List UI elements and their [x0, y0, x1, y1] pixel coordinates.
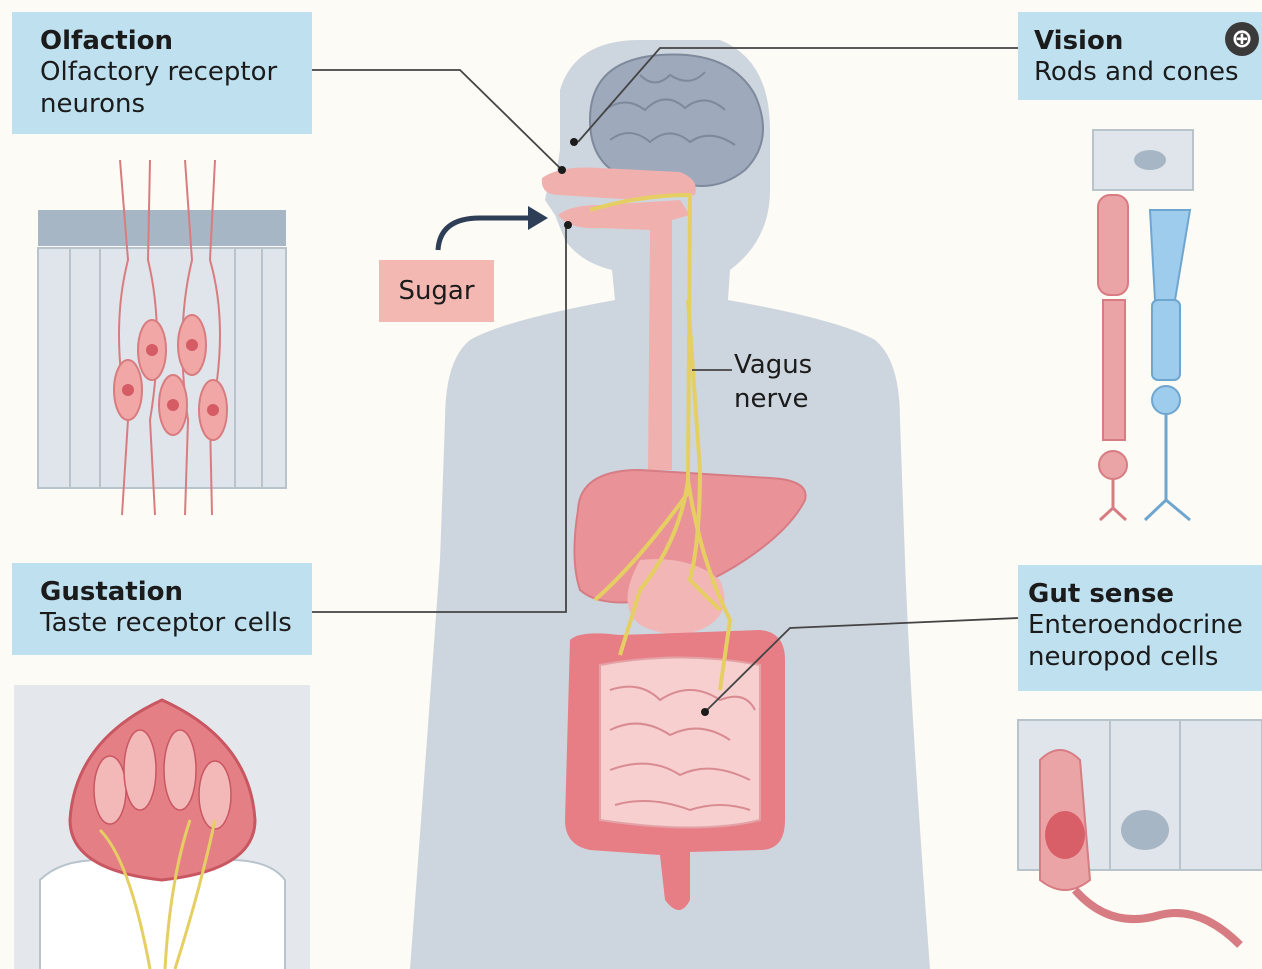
gustation-label: Gustation Taste receptor cells	[12, 563, 312, 655]
vagus-label-line-2: nerve	[734, 382, 812, 416]
olfactory-epithelium	[38, 160, 286, 515]
gut-sense-subtitle-line-2: neuropod cells	[1028, 641, 1262, 673]
olfaction-label: Olfaction Olfactory receptor neurons	[12, 12, 312, 134]
gut-neuropod	[1018, 720, 1262, 945]
olfaction-subtitle-line-2: neurons	[40, 88, 296, 120]
brain	[590, 55, 763, 187]
vagus-nerve-label: Vagus nerve	[734, 348, 812, 416]
gustation-subtitle: Taste receptor cells	[40, 607, 296, 639]
olfaction-title: Olfaction	[40, 26, 296, 56]
vision-subtitle: Rods and cones	[1034, 56, 1246, 88]
gut-sense-title: Gut sense	[1028, 579, 1262, 609]
vision-title: Vision	[1034, 26, 1246, 56]
sugar-label: Sugar	[379, 260, 494, 322]
gut-sense-subtitle-line-1: Enteroendocrine	[1028, 609, 1262, 641]
gut-sense-label: Gut sense Enteroendocrine neuropod cells	[1018, 565, 1262, 691]
rods-and-cones	[1093, 130, 1193, 520]
vision-label: Vision Rods and cones	[1018, 12, 1262, 100]
zoom-in-icon[interactable]: ⊕	[1225, 22, 1259, 56]
vagus-label-line-1: Vagus	[734, 348, 812, 382]
gustation-title: Gustation	[40, 577, 296, 607]
taste-bud	[14, 685, 310, 969]
olfaction-subtitle-line-1: Olfactory receptor	[40, 56, 296, 88]
sugar-arrow	[438, 206, 548, 250]
